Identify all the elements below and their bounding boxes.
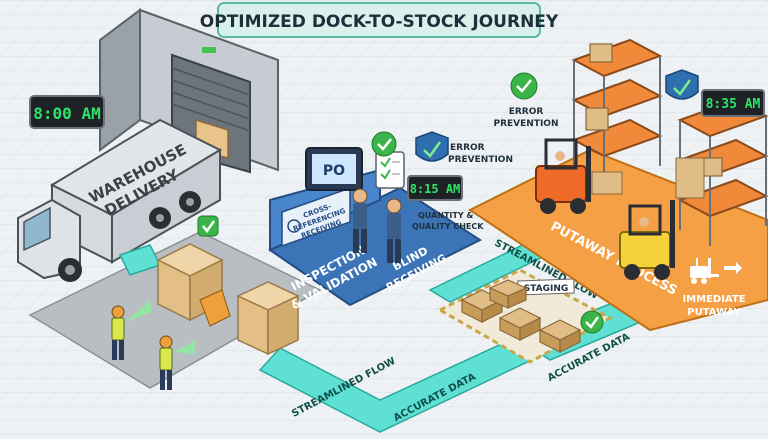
- forklift-orange: [535, 138, 623, 214]
- pallet-1: [156, 243, 231, 327]
- clipboard-icon: [375, 151, 405, 189]
- shield-icon-putaway: [665, 69, 699, 100]
- clock-end-text: 8:35 AM: [706, 97, 761, 112]
- error-prevention-right-line1: ERROR: [509, 107, 544, 117]
- clock-start: 8:00 AM: [29, 95, 105, 129]
- po-label: PO: [323, 163, 345, 179]
- immediate-putaway-line1: IMMEDIATE: [682, 294, 745, 305]
- staging-label: STAGING: [524, 284, 569, 294]
- error-prevention-mid-line2: PREVENTION: [448, 155, 513, 165]
- pallet-2: [236, 281, 300, 356]
- error-prevention-right-line2: PREVENTION: [494, 119, 559, 129]
- clock-mid: 8:15 AM: [407, 175, 463, 201]
- quality-check-line2: QUALITY CHECK: [412, 222, 484, 231]
- check-receiving: [197, 215, 219, 237]
- worker-scanner-1: [111, 300, 152, 360]
- magnifier-icon: [287, 219, 301, 233]
- rack-boxes: [585, 43, 723, 177]
- immediate-putaway-line2: PUTAWAY: [687, 307, 741, 318]
- check-putaway: [510, 72, 538, 100]
- check-staging: [580, 310, 604, 334]
- clock-end: 8:35 AM: [701, 89, 765, 117]
- error-prevention-mid-line1: ERROR: [450, 143, 485, 153]
- forklift-yellow: [619, 157, 705, 280]
- page-title: OPTIMIZED DOCK-TO-STOCK JOURNEY: [200, 12, 559, 32]
- inspector-1: [352, 188, 368, 253]
- po-monitor: PO: [305, 147, 363, 191]
- title-banner: OPTIMIZED DOCK-TO-STOCK JOURNEY: [200, 2, 559, 38]
- staging-area: STAGING: [436, 268, 614, 364]
- clock-mid-text: 8:15 AM: [410, 182, 461, 196]
- worker-scanner-2: [159, 335, 196, 390]
- inspector-2: [386, 198, 402, 263]
- delivery-truck: WAREHOUSE DELIVERY: [17, 118, 223, 282]
- clock-start-text: 8:00 AM: [33, 104, 100, 123]
- quality-check-line1: QUANTITY &: [418, 211, 473, 220]
- shield-icon-inspection: [415, 131, 449, 162]
- forklift-icon: [690, 258, 742, 284]
- check-inspection: [371, 131, 397, 157]
